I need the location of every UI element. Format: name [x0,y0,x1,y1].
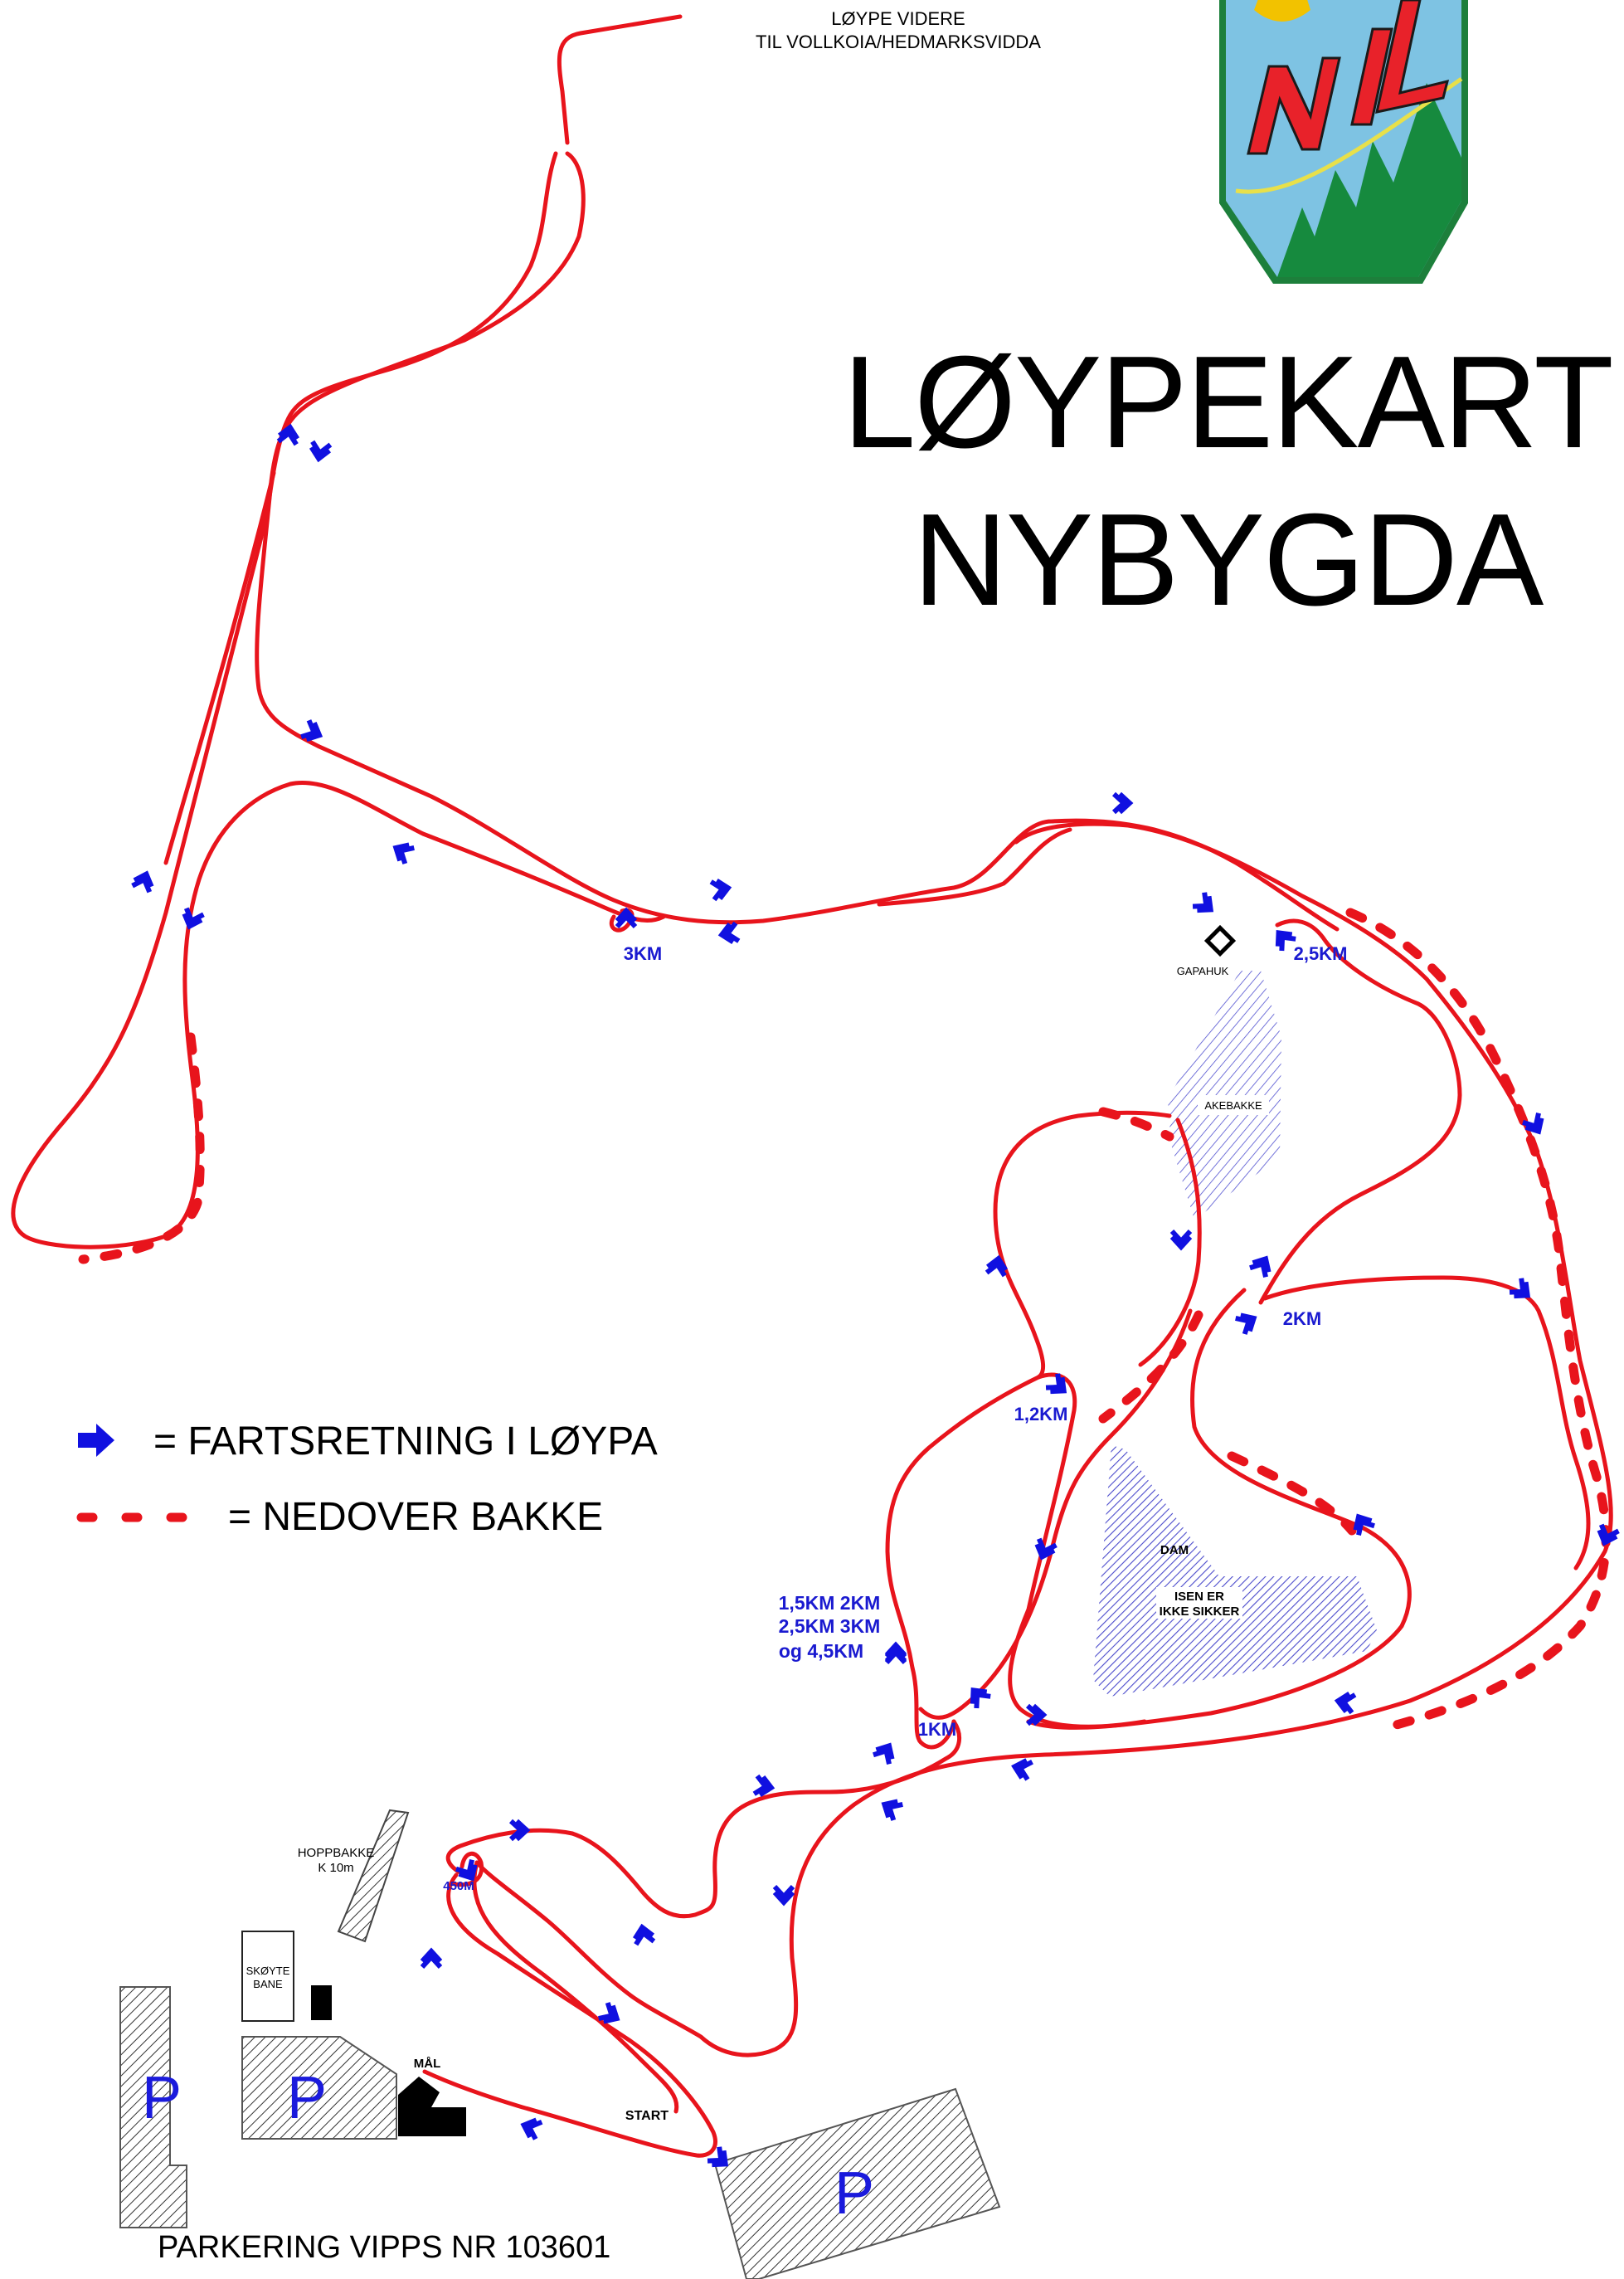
trail-continues-label-1: LØYPE VIDERE [831,8,965,29]
finish-building [398,2077,466,2136]
downhill-markers [78,908,1611,1731]
skating-rink-label-1: SKØYTE [246,1965,290,1977]
parking-area-left [119,1986,187,2228]
direction-arrow-icon [873,1741,897,1764]
distance-label-1-2km: 1,2KM [1014,1404,1068,1424]
page-title-line-1: LØYPEKART [843,329,1613,475]
direction-arrow-icon [391,840,414,864]
parking-symbol-middle: P [287,2065,327,2131]
legend-downhill: = NEDOVER BAKKE [228,1495,604,1539]
distance-labels: 3KM 2,5KM 2KM 1,2KM 1KM 450M 1,5KM 2KM 2… [443,943,1347,1893]
ski-jump-hill [337,1809,410,1943]
ski-jump-label-1: HOPPBAKKE [298,1846,375,1860]
direction-arrow-icon [720,923,739,944]
direction-arrow-icon [633,1926,654,1945]
ice-warning-2: IKKE SIKKER [1160,1605,1240,1619]
skating-rink [241,1931,294,2022]
direction-arrow-icon [1012,1758,1032,1780]
distance-label-450m: 450M [443,1879,474,1893]
parking-area-bottom [713,2087,1001,2279]
direction-arrow-icon [775,1887,793,1902]
distance-label-2-5km: 2,5KM [1294,943,1348,964]
direction-arrow-icon [521,2116,542,2139]
sledding-hill-label: AKEBAKKE [1204,1099,1262,1112]
distance-label-multi-1: 1,5KM 2KM [779,1592,881,1614]
direction-arrow-icon [422,1951,440,1967]
ski-jump-label-2: K 10m [318,1861,353,1875]
page-title: LØYPEKART NYBYGDA [838,324,1617,639]
direction-arrow-icon [309,441,330,460]
parking-area-middle [241,2036,397,2140]
direction-arrow-icon [133,871,155,892]
shelter-label: GAPAHUK [1177,965,1229,977]
direction-arrow-icon [1193,893,1217,917]
direction-arrow-icon [1114,794,1130,812]
direction-arrow-icon [966,1684,990,1708]
direction-arrow-icon [754,1776,773,1797]
direction-arrow-icon [1250,1254,1274,1277]
direction-arrow-icon [711,879,730,899]
pond-label: DAM [1160,1543,1189,1557]
skating-rink-label-2: BANE [253,1978,283,1990]
finish-label: MÅL [414,2057,441,2071]
direction-arrow-icon [1271,927,1296,951]
parking-symbol-bottom: P [834,2160,874,2227]
distance-label-multi-2: 2,5KM 3KM [779,1615,881,1637]
ice-warning-1: ISEN ER [1174,1590,1224,1604]
pond [1093,1445,1377,1697]
parking-symbol-left: P [142,2065,182,2131]
distance-label-3km: 3KM [624,943,662,964]
building [311,1985,332,2020]
logo-letters [1247,0,1450,155]
distance-label-multi-3: og 4,5KM [779,1640,863,1662]
club-logo [1219,0,1468,284]
legend-arrow-icon [78,1424,114,1457]
distance-label-2km: 2KM [1283,1308,1321,1329]
direction-arrow-icon [880,1796,902,1820]
legend-direction: = FARTSRETNING I LØYPA [153,1420,658,1463]
shelter-icon [1203,924,1237,957]
direction-arrow-icon [279,426,299,445]
direction-arrow-icon [1172,1231,1190,1247]
parking-vipps-info: PARKERING VIPPS NR 103601 [158,2230,611,2265]
page-title-line-2: NYBYGDA [912,487,1544,633]
distance-label-1km: 1KM [918,1719,956,1740]
direction-arrow-icon [1336,1692,1355,1712]
direction-arrow-icon [1236,1310,1258,1334]
start-label: START [625,2109,669,2123]
trail-continues-label-2: TIL VOLLKOIA/HEDMARKSVIDDA [756,32,1041,52]
